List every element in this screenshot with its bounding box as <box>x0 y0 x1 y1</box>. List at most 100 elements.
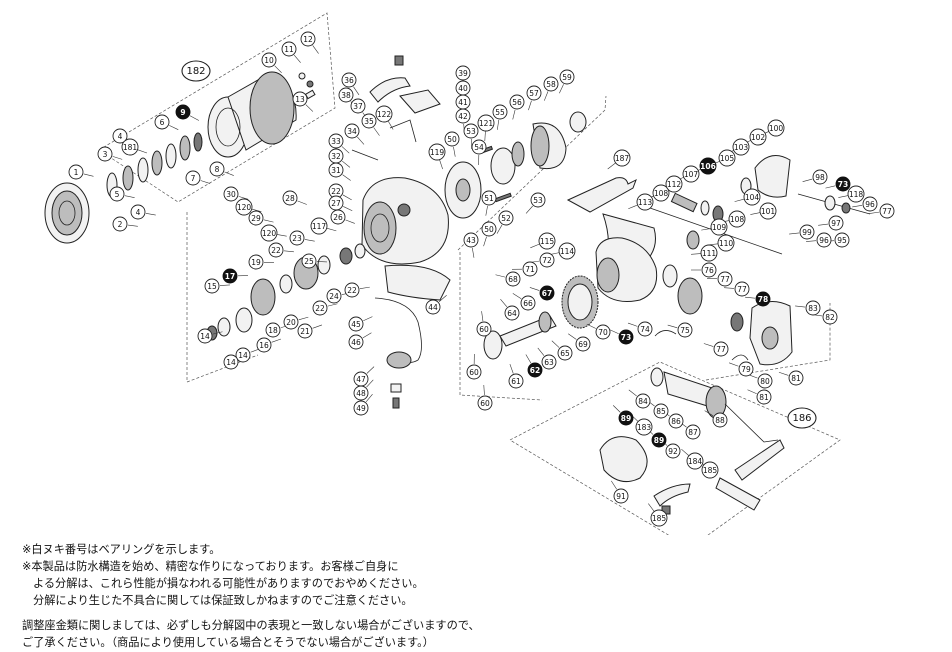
callout-number: 59 <box>562 73 572 82</box>
callout-circle <box>799 224 815 240</box>
leader-line <box>359 286 370 290</box>
callout-circle <box>282 190 298 206</box>
callout-circle <box>651 432 667 448</box>
part-callout-57: 57 <box>526 85 542 101</box>
part-callout-96b: 96 <box>816 232 832 248</box>
part-callout-73: 73 <box>618 329 634 345</box>
part-callout-109: 109 <box>710 218 728 236</box>
callout-number: 17 <box>225 272 235 281</box>
callout-circle <box>847 185 865 203</box>
leader-line <box>778 371 789 376</box>
callout-circle <box>97 146 113 162</box>
assembly-oval <box>181 60 211 82</box>
callout-number: 45 <box>351 320 361 329</box>
part-callout-112: 112 <box>665 175 683 193</box>
part-callout-16: 16 <box>256 337 272 353</box>
leader-line <box>497 119 500 130</box>
part-callout-53b: 53 <box>530 192 546 208</box>
callout-number: 107 <box>684 170 699 179</box>
callout-circle <box>341 72 357 88</box>
callout-number: 67 <box>542 289 552 298</box>
callout-circle <box>463 123 479 139</box>
leader-line <box>586 323 596 329</box>
callout-circle <box>68 164 84 180</box>
part-callout-103: 103 <box>732 138 750 156</box>
assembly-number: 182 <box>186 66 205 77</box>
callout-number: 77 <box>720 275 730 284</box>
leader-line <box>472 247 475 258</box>
part-callout-30: 30 <box>223 186 239 202</box>
part-callout-110: 110 <box>717 234 735 252</box>
part-callout-47: 47 <box>353 371 369 387</box>
part-callout-64: 64 <box>504 305 520 321</box>
callout-circle <box>788 370 804 386</box>
callout-number: 18 <box>268 326 278 335</box>
callout-circle <box>498 210 514 226</box>
callout-circle <box>862 196 878 212</box>
callout-number: 36 <box>344 76 354 85</box>
part-callout-106: 106 <box>699 157 717 175</box>
callout-circle <box>121 138 139 156</box>
callout-number: 69 <box>578 340 588 349</box>
part-callout-120b: 120 <box>260 224 278 242</box>
callout-number: 27 <box>331 199 341 208</box>
leader-line <box>263 219 274 223</box>
part-callout-25: 25 <box>301 253 317 269</box>
leader-line <box>681 448 690 456</box>
callout-number: 52 <box>501 214 511 223</box>
callout-circle <box>557 345 573 361</box>
leader-line <box>238 196 249 200</box>
callout-circle <box>743 188 761 206</box>
callout-circle <box>618 329 634 345</box>
callout-circle <box>816 232 832 248</box>
callout-circle <box>700 244 718 262</box>
callout-number: 15 <box>207 282 217 291</box>
callout-circle <box>466 364 482 380</box>
part-callout-77b: 77 <box>734 281 750 297</box>
part-callout-79: 79 <box>738 361 754 377</box>
part-callout-69: 69 <box>575 336 591 352</box>
leader-line <box>483 385 485 396</box>
callout-circle <box>713 341 729 357</box>
callout-number: 60 <box>479 325 489 334</box>
callout-circle <box>755 291 771 307</box>
callout-circle <box>344 282 360 298</box>
leader-line <box>200 180 211 184</box>
part-callout-7: 7 <box>185 170 201 186</box>
leader-line <box>869 211 880 214</box>
part-callout-85: 85 <box>653 403 669 419</box>
callout-number: 21 <box>300 327 310 336</box>
exploded-parts-diagram: 1234181456789101112131414141516171819202… <box>44 12 895 535</box>
part-callout-92: 92 <box>665 443 681 459</box>
rotor-cover-part <box>444 111 587 219</box>
callout-circle <box>767 119 785 137</box>
callout-number: 68 <box>508 275 518 284</box>
part-callout-74: 74 <box>637 321 653 337</box>
leader-line <box>691 253 702 255</box>
callout-circle <box>526 85 542 101</box>
leader-line <box>609 329 619 335</box>
callout-number: 75 <box>680 326 690 335</box>
callout-circle <box>348 316 364 332</box>
leader-line <box>127 224 138 227</box>
leader-line <box>169 125 179 130</box>
leader-line <box>704 410 714 417</box>
callout-number: 73 <box>838 180 848 189</box>
leader-line <box>145 213 156 216</box>
callout-number: 24 <box>329 292 339 301</box>
leader-line <box>509 363 514 374</box>
callout-circle <box>652 184 670 202</box>
part-callout-38: 38 <box>338 87 354 103</box>
drag-knob-part <box>44 182 90 244</box>
spool-part <box>207 71 297 158</box>
callout-circle <box>805 300 821 316</box>
part-callout-71: 71 <box>522 261 538 277</box>
part-callout-50: 50 <box>444 131 460 147</box>
callout-circle <box>636 193 654 211</box>
leader-line <box>484 130 486 141</box>
note-waterproof: ※本製品は防水構造を始め、精密な作りになっております。お客様ご自身に <box>22 560 399 573</box>
callout-circle <box>527 362 543 378</box>
callout-circle <box>595 324 611 340</box>
callout-number: 4 <box>118 132 123 141</box>
leader-line <box>366 379 374 388</box>
